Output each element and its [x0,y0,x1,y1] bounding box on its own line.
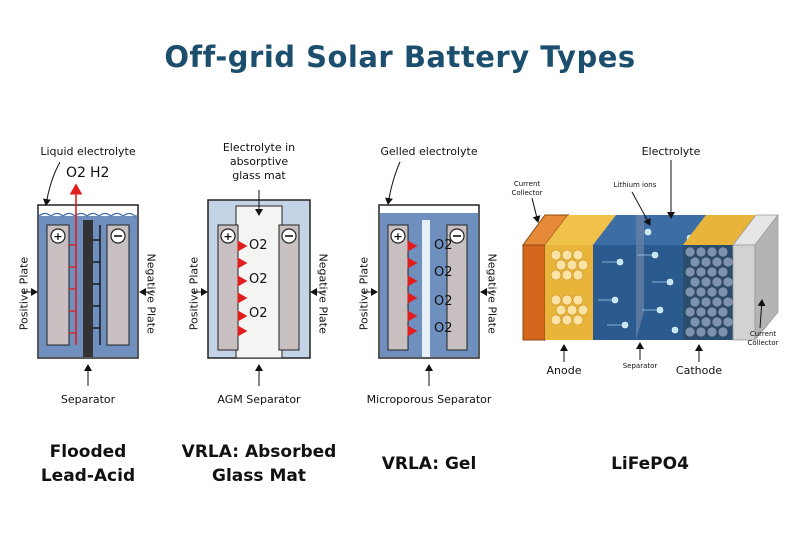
current-collector-right-line2: Collector [747,339,779,347]
svg-text:+: + [53,230,62,243]
h2-label: H2 [90,165,109,181]
gel-name: VRLA: Gel [381,454,477,474]
agm-name-line2: Glass Mat [212,466,306,486]
current-collector-right-line1: Current [749,330,777,338]
h2-text: H2 [90,165,110,181]
gel-o2-label-3: O2 [434,294,453,309]
agm-o2-label-1: O2 [249,238,268,253]
page-title: Off-grid Solar Battery Types [164,40,636,74]
anode-label: Anode [546,364,582,377]
current-collector-left-line2: Collector [511,189,543,197]
flooded-name-line1: Flooded [49,442,127,462]
agm-name: VRLA: Absorbed Glass Mat [176,440,342,488]
separator-small-label: Separator [622,362,658,370]
agm-o2-label-2: O2 [249,272,268,287]
svg-text:+: + [223,230,232,243]
agm-o2-label-3: O2 [249,306,268,321]
separator-label: Separator [60,393,116,406]
gel-battery-diagram: + [362,161,496,386]
svg-text:+: + [393,230,402,243]
lithium-ions-label: Lithium ions [613,181,657,189]
gel-o2-label-4: O2 [434,321,453,336]
agm-electrolyte-line2: absorptive [229,155,289,168]
electrolyte-label: Electrolyte [641,145,701,158]
flooded-name: Flooded Lead-Acid [20,440,156,488]
microporous-separator [422,220,430,357]
positive-plate-label: Positive Plate [17,256,31,331]
o2-text: O2 [66,165,86,181]
negative-plate-label: Negative Plate [144,253,158,334]
current-collector-left-line1: Current [513,180,541,188]
agm-electrolyte-line3: glass mat [232,169,286,182]
agm-negative-plate-label: Negative Plate [316,253,330,334]
agm-electrolyte-label: Electrolyte in absorptive glass mat [209,141,309,183]
gel-o2-label-2: O2 [434,265,453,280]
gel-o2-label-1: O2 [434,238,453,253]
agm-electrolyte-line1: Electrolyte in [222,141,296,154]
cathode-label: Cathode [675,364,723,377]
agm-separator-label: AGM Separator [217,393,301,406]
o2-label: O2 [66,165,86,181]
gel-negative-plate-label: Negative Plate [485,253,499,334]
lifepo4-name: LiFePO4 [611,454,689,474]
gelled-electrolyte-label: Gelled electrolyte [380,145,478,158]
flooded-battery-diagram: + [22,161,155,386]
current-collector-right-label: Current Collector [743,330,783,348]
agm-battery-diagram: + [192,190,326,386]
gel-positive-plate-label: Positive Plate [357,256,371,331]
agm-positive-plate-label: Positive Plate [187,256,201,331]
liquid-electrolyte-label: Liquid electrolyte [40,145,136,158]
current-collector-left-label: Current Collector [507,180,547,198]
agm-name-line1: VRLA: Absorbed [181,442,337,462]
flooded-name-line2: Lead-Acid [40,466,136,486]
microporous-separator-label: Microporous Separator [366,393,492,406]
lifepo4-battery-diagram [522,160,779,362]
